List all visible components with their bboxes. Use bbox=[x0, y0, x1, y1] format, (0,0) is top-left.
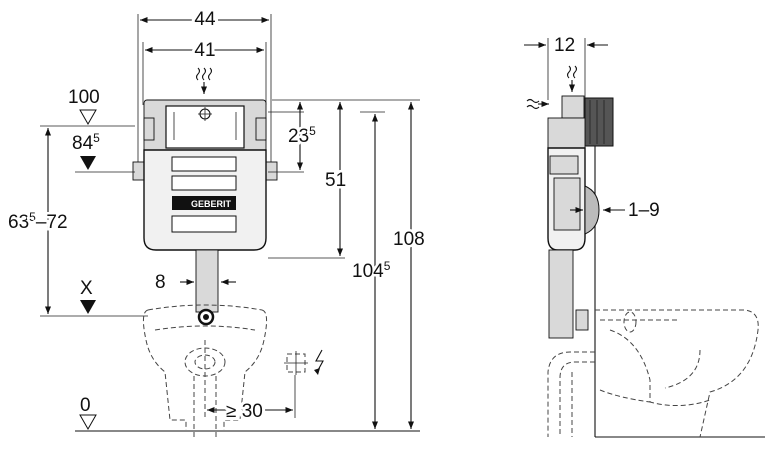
water-supply-icon bbox=[195, 67, 213, 94]
dim-total-height-b: 108 bbox=[393, 229, 425, 250]
level-zero-marker bbox=[79, 414, 97, 431]
front-view: 44 41 GEBERIT bbox=[6, 6, 427, 440]
level-cistern-marker bbox=[80, 156, 96, 170]
brand-text: GEBERIT bbox=[191, 199, 232, 209]
dim-total-height-a: 1045 bbox=[352, 259, 391, 282]
side-wc-outline bbox=[547, 309, 759, 438]
dim-width-outer: 44 bbox=[194, 9, 216, 30]
dim-depth: 12 bbox=[554, 35, 575, 56]
level-zero: 0 bbox=[80, 395, 91, 416]
dim-cistern-height: 51 bbox=[325, 170, 346, 191]
level-top-marker bbox=[79, 109, 97, 126]
dim-outlet-width: 8 bbox=[155, 272, 166, 293]
dim-top-offset: 235 bbox=[288, 124, 316, 147]
adjuster-knob bbox=[584, 185, 600, 235]
dim-adjust: 1–9 bbox=[628, 200, 660, 221]
actuator-panel-bottom bbox=[171, 215, 237, 233]
level-range: 635–72 bbox=[8, 210, 68, 233]
wc-outline bbox=[142, 304, 268, 440]
brand-plate bbox=[172, 196, 236, 210]
level-x-marker bbox=[80, 300, 96, 314]
level-x: X bbox=[80, 278, 93, 299]
power-socket-icon bbox=[284, 349, 324, 375]
flush-pipe bbox=[195, 249, 219, 313]
side-water-supply-icon bbox=[526, 65, 578, 110]
side-view: 12 1–9 bbox=[524, 35, 765, 438]
level-top: 100 bbox=[68, 87, 100, 108]
level-cistern: 845 bbox=[72, 131, 100, 154]
side-flush-pipe bbox=[548, 249, 574, 339]
actuator-panel-mid bbox=[171, 175, 237, 191]
dim-offset: ≥ 30 bbox=[226, 401, 263, 422]
side-bracket bbox=[584, 97, 614, 147]
dim-width-inner: 41 bbox=[194, 40, 215, 61]
actuator-panel-top bbox=[171, 156, 237, 172]
